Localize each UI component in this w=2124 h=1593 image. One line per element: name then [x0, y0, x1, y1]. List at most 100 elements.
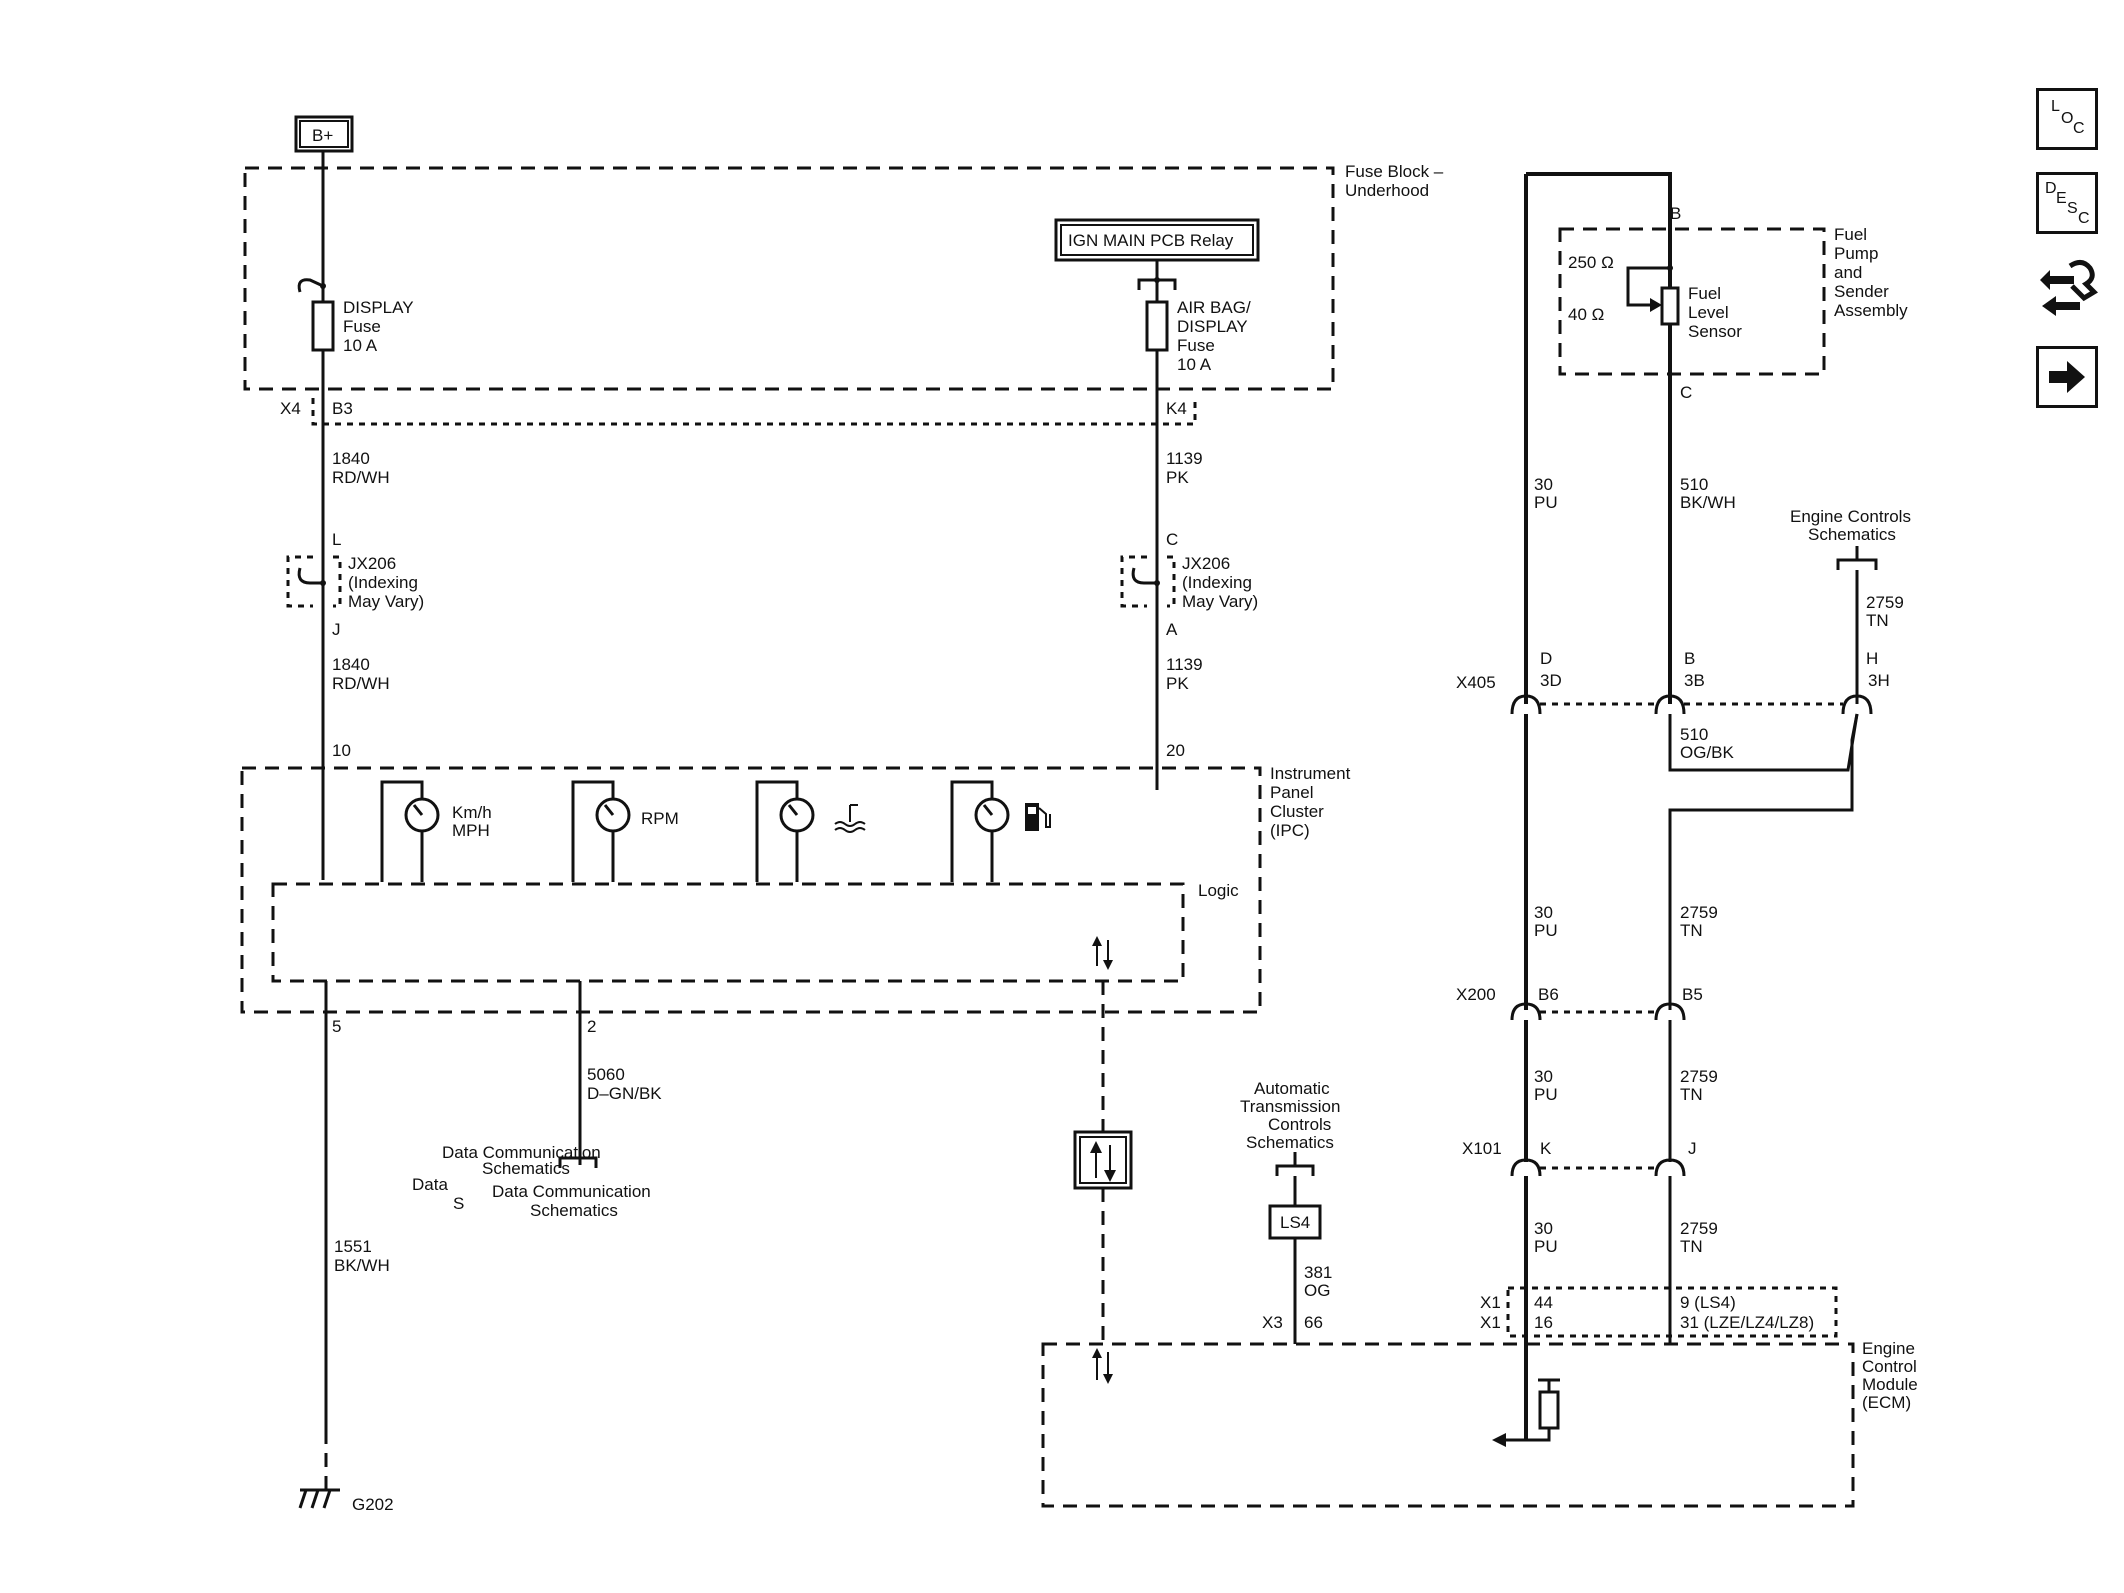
left-wire-bottom-color: RD/WH	[332, 674, 390, 693]
right-splice-label-1: JX206	[1182, 554, 1230, 573]
fuel-pump-label-5: Assembly	[1834, 301, 1908, 320]
x405-pin-d: D	[1540, 649, 1552, 668]
trans-wire-num: 381	[1304, 1263, 1332, 1282]
pu-upper-color: PU	[1534, 493, 1558, 512]
trans-ref-label-3[interactable]: Controls	[1268, 1115, 1331, 1134]
ipc-pin-20: 20	[1166, 741, 1185, 760]
ipc-logic-label: Logic	[1198, 881, 1239, 900]
pu-mid-num: 30	[1534, 903, 1553, 922]
speedometer-gauge-icon	[380, 780, 440, 882]
trans-ref-bracket	[1275, 1164, 1315, 1176]
trans-ref-label-4[interactable]: Schematics	[1246, 1133, 1334, 1152]
right-splice-box-l	[1120, 555, 1147, 608]
fuel-level-sensor-icon	[1626, 265, 1680, 326]
ecm-row1-pin: 44	[1534, 1293, 1553, 1312]
x101-pin-k: K	[1540, 1139, 1552, 1158]
pu-bottom-num: 30	[1534, 1219, 1553, 1238]
display-fuse-symbol	[311, 300, 335, 352]
fuel-pump-label-1: Fuel	[1834, 225, 1867, 244]
x200-terminal-b5	[1654, 1002, 1686, 1021]
data-wire-num: 5060	[587, 1065, 625, 1084]
connector-x4-label: X4	[280, 399, 301, 418]
ground-wire-color: BK/WH	[334, 1256, 390, 1275]
bk-upper-num: 510	[1680, 475, 1708, 494]
airbag-fuse-label-1: AIR BAG/	[1177, 298, 1251, 317]
engine-ref-label-2[interactable]: Schematics	[1808, 525, 1896, 544]
ipc-label-2: Panel	[1270, 783, 1313, 802]
speedo-label-1: Km/h	[452, 803, 492, 822]
right-splice-node	[1154, 580, 1160, 586]
engine-ref-cavity: 3H	[1868, 671, 1890, 690]
pu-mid-color: PU	[1534, 921, 1558, 940]
tn-mid-num: 2759	[1680, 903, 1718, 922]
fuel-sensor-label-1: Fuel	[1688, 284, 1721, 303]
ls4-badge-label: LS4	[1280, 1213, 1310, 1232]
tn-lower-num: 2759	[1680, 1067, 1718, 1086]
ipc-data-arrow-icon	[1092, 936, 1113, 970]
pu-bottom-color: PU	[1534, 1237, 1558, 1256]
display-fuse-tap	[297, 278, 324, 293]
right-splice-pin-top: C	[1166, 530, 1178, 549]
left-splice-pin-bottom: J	[332, 620, 341, 639]
loc-mid-letter: O	[2061, 110, 2073, 127]
engine-ref-wire-num: 2759	[1866, 593, 1904, 612]
left-splice-box-l	[286, 555, 313, 608]
left-wire-top-num: 1840	[332, 449, 370, 468]
right-splice-label-3: May Vary)	[1182, 592, 1258, 611]
ecm-outline	[1041, 1342, 1855, 1508]
desc-mid2-letter: S	[2067, 200, 2078, 217]
left-splice-pin-top: L	[332, 530, 341, 549]
data-comm-ref-b[interactable]: Data	[412, 1175, 448, 1194]
data-comm-ref-c-1[interactable]: Data Communication	[492, 1182, 651, 1201]
ecm-label-3: Module	[1862, 1375, 1918, 1394]
tach-label: RPM	[641, 809, 679, 828]
connector-x405: X405	[1456, 673, 1496, 692]
loc-small-letter: C	[2073, 120, 2085, 137]
tn-lower-color: TN	[1680, 1085, 1703, 1104]
engine-ref-pin: H	[1866, 649, 1878, 668]
fuel-sensor-label-3: Sensor	[1688, 322, 1742, 341]
battery-plus-inner	[299, 120, 349, 148]
ground-symbol-icon	[298, 1488, 340, 1509]
x405-terminal-d	[1510, 694, 1542, 715]
pu-lower-color: PU	[1534, 1085, 1558, 1104]
right-wire-bottom-num: 1139	[1166, 655, 1203, 674]
engine-ref-bracket	[1836, 558, 1878, 570]
x200-pin-b5: B5	[1682, 985, 1703, 1004]
data-comm-ref-a2: Schematics	[482, 1159, 570, 1178]
display-fuse-node	[320, 283, 326, 289]
fuel-gauge-icon	[950, 780, 1051, 882]
loc-big-letter: L	[2051, 98, 2060, 115]
resistance-low: 40 Ω	[1568, 305, 1604, 324]
next-page-arrow-icon[interactable]	[2036, 346, 2098, 408]
battery-plus-label: B+	[312, 126, 333, 145]
serial-data-box-icon	[1073, 1130, 1133, 1190]
fuse-block-label-1: Fuse Block –	[1345, 162, 1444, 181]
fuel-pin-c: C	[1680, 383, 1692, 402]
fuel-sensor-label-2: Level	[1688, 303, 1729, 322]
location-view-button[interactable]: L O C	[2036, 88, 2098, 150]
tn-bottom-num: 2759	[1680, 1219, 1718, 1238]
ign-relay-label: IGN MAIN PCB Relay	[1068, 231, 1234, 250]
left-wire-top-color: RD/WH	[332, 468, 390, 487]
wire-2759-cross	[1668, 713, 1859, 1010]
tachometer-gauge-icon	[571, 780, 631, 882]
pu-upper-num: 30	[1534, 475, 1553, 494]
ogbk-wire-num: 510	[1680, 725, 1708, 744]
ecm-row1-conn: X1	[1480, 1293, 1501, 1312]
engine-ref-label-1[interactable]: Engine Controls	[1790, 507, 1911, 526]
connector-x4-outline	[311, 398, 1197, 426]
ecm-row2-conn: X1	[1480, 1313, 1501, 1332]
x405-terminal-h	[1841, 694, 1873, 715]
right-splice-box-r	[1167, 555, 1176, 608]
ecm-pin-block	[1506, 1286, 1838, 1338]
connector-end-view-icon[interactable]	[2036, 252, 2099, 322]
trans-ref-label-2[interactable]: Transmission	[1240, 1097, 1340, 1116]
trans-ref-label-1[interactable]: Automatic	[1254, 1079, 1330, 1098]
right-splice-pin-bottom: A	[1166, 620, 1178, 639]
airbag-fuse-symbol	[1145, 300, 1169, 352]
description-view-button[interactable]: D E S C	[2036, 172, 2098, 234]
data-comm-ref-a[interactable]: Data Communication	[442, 1143, 601, 1162]
right-splice-label-2: (Indexing	[1182, 573, 1252, 592]
ecm-row2-pin2: 31 (LZE/LZ4/LZ8)	[1680, 1313, 1814, 1332]
